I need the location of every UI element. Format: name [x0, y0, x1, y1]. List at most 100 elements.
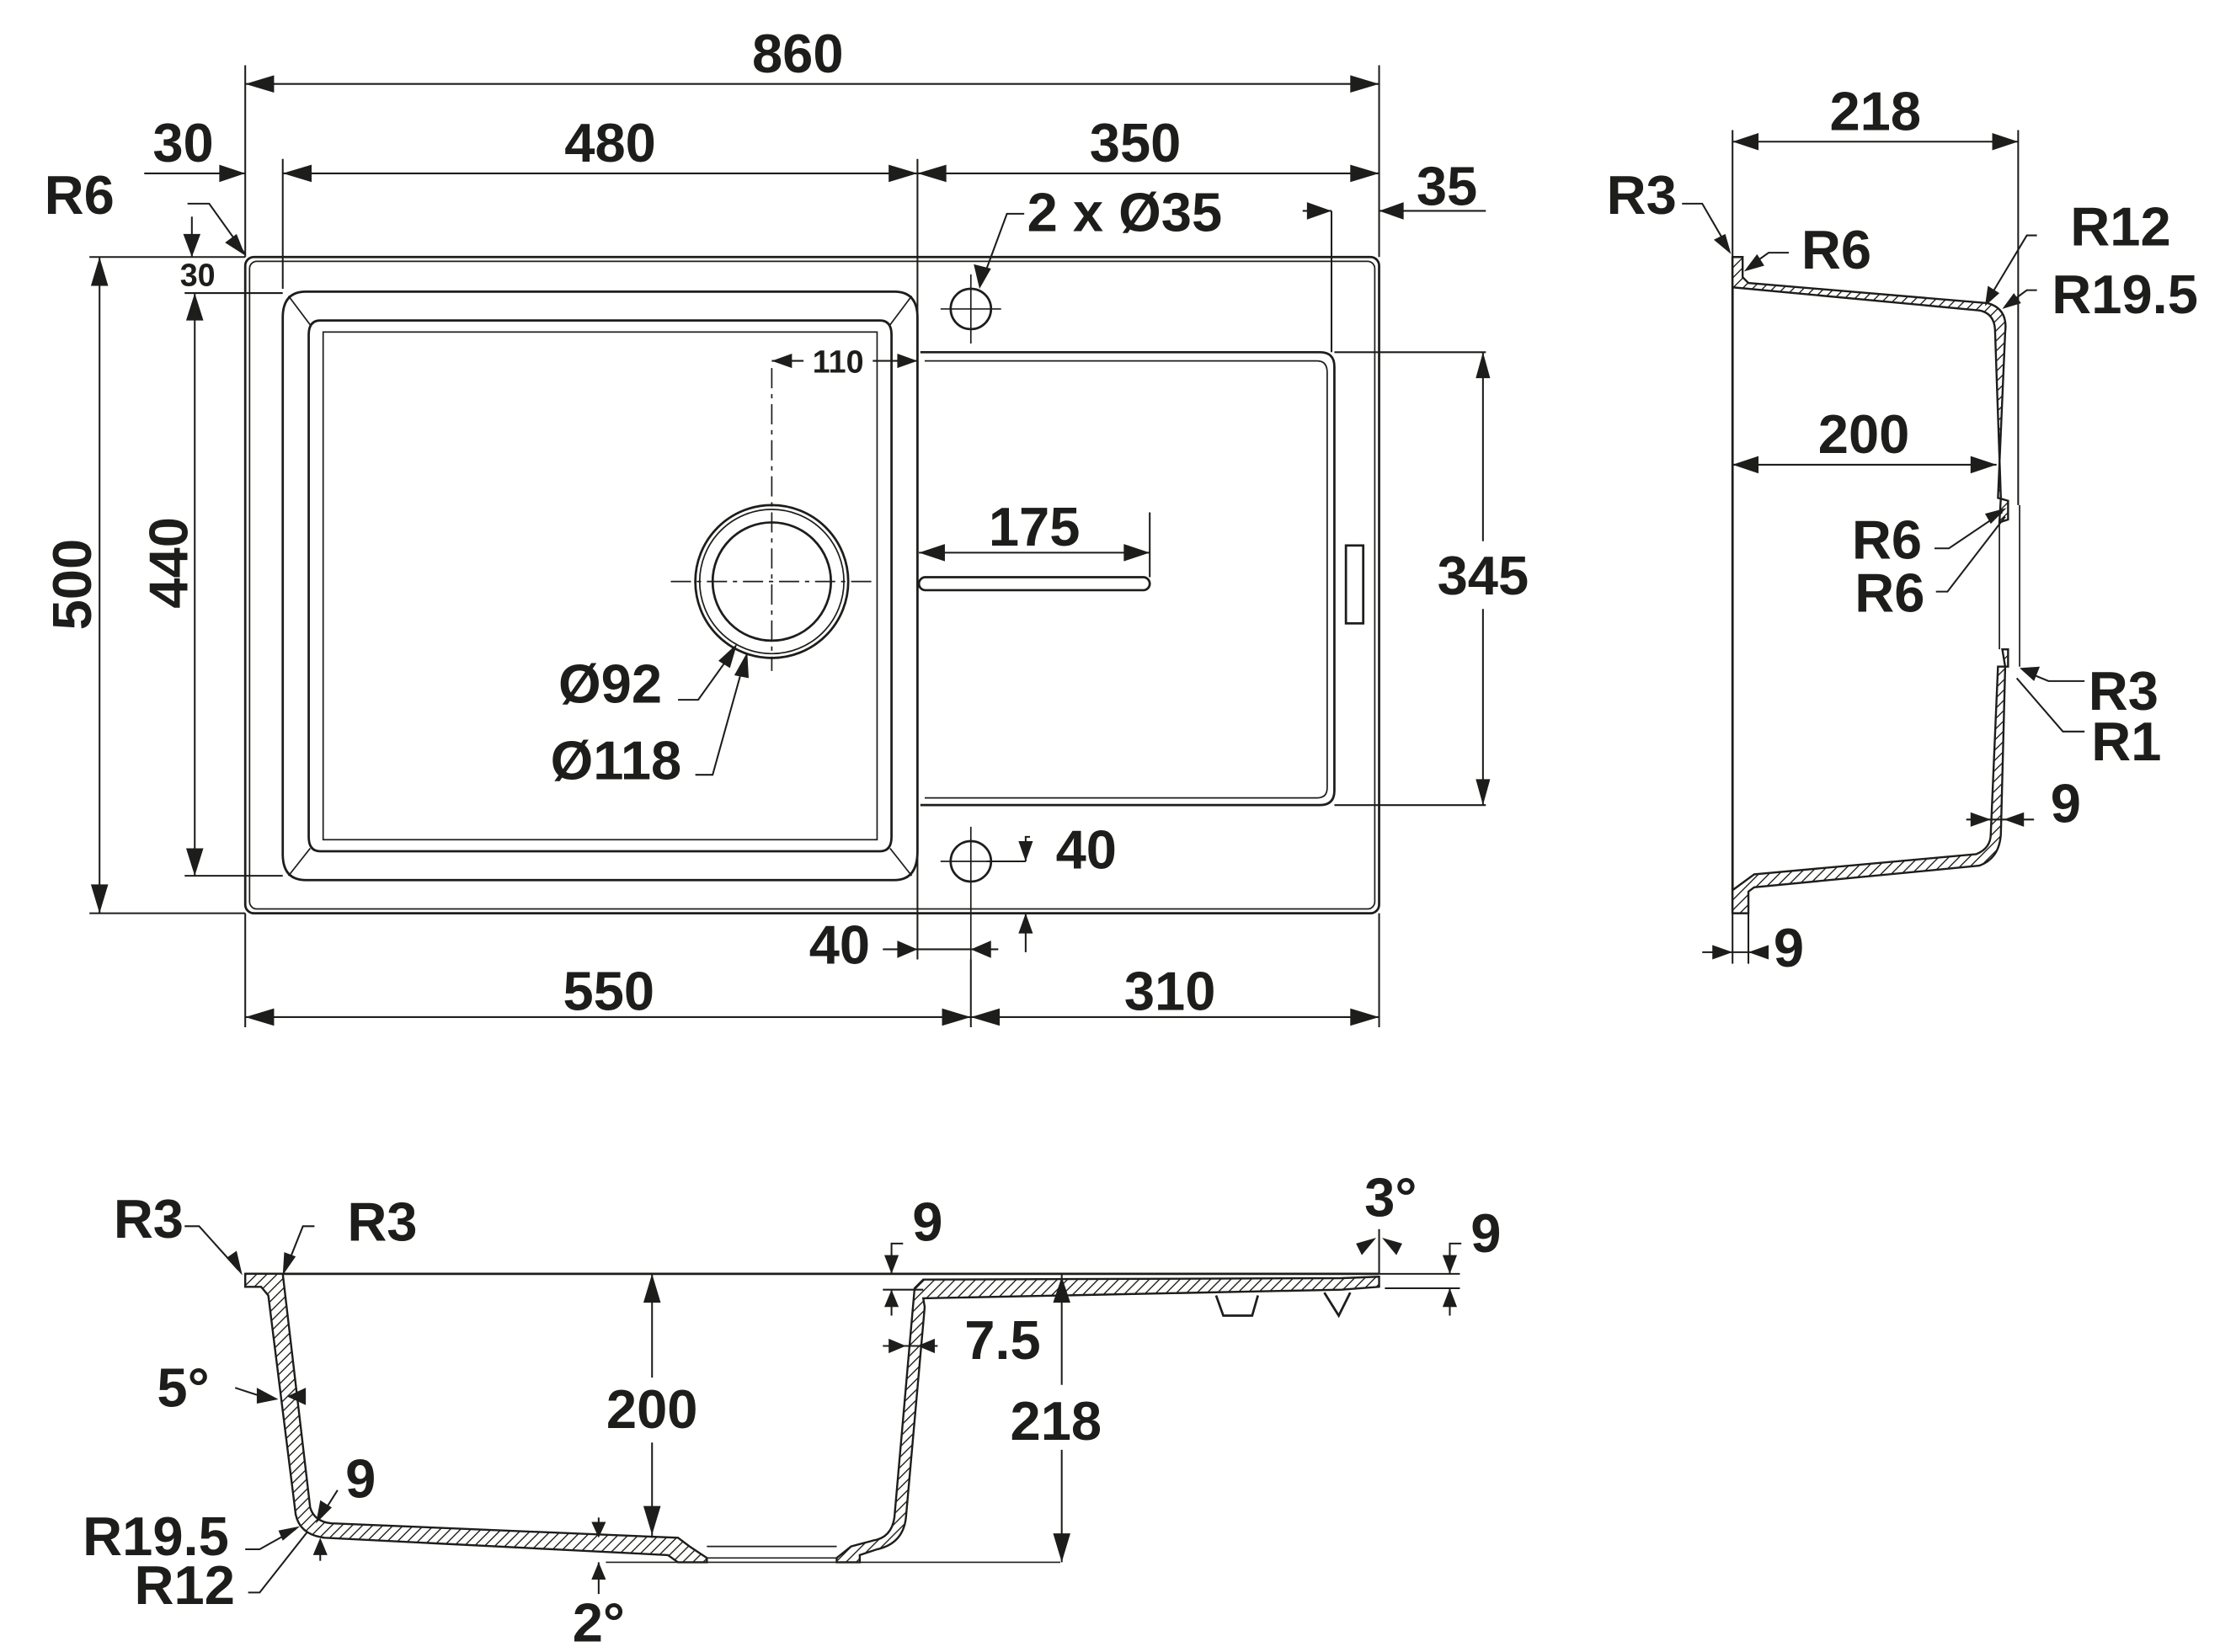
drainer-outline-inner [924, 360, 1328, 799]
arrow [1984, 508, 2007, 525]
arrow [1350, 75, 1379, 93]
arrow [226, 1250, 243, 1276]
dim-550: 550 [563, 960, 655, 1021]
leader-side-r1 [2015, 677, 2085, 733]
leader-front-r12 [248, 1531, 308, 1594]
arrow [970, 1008, 1001, 1026]
arrow [185, 293, 204, 321]
arrow [2002, 293, 2021, 309]
arrow [1053, 1533, 1070, 1563]
dim-side-r6-top: R6 [1801, 219, 1871, 280]
bowl-bevel-tr [889, 295, 913, 326]
arrow [1381, 1238, 1402, 1255]
drainer-groove [917, 576, 1151, 592]
arrow [1476, 352, 1491, 379]
arrow [1713, 233, 1732, 254]
plan-view: 860 480 350 30 R6 30 500 440 [41, 23, 1529, 1027]
arrow [718, 643, 738, 669]
dim-side-218: 218 [1829, 81, 1921, 142]
arrow [884, 1255, 899, 1274]
side-profile-top [1731, 256, 2009, 525]
dim-drain-inner: Ø92 [558, 653, 662, 715]
front-section-view: 200 218 R3 R3 5° 9 R19.5 R12 [83, 1166, 1501, 1652]
arrow [316, 1500, 332, 1524]
arrow [2004, 812, 2025, 827]
arrow [1018, 913, 1033, 934]
bowl-floor [322, 331, 878, 841]
arrow [1712, 945, 1733, 960]
bowl-bevel-bl [287, 848, 311, 877]
arrow [897, 941, 918, 958]
dim-side-rim-9: 9 [1774, 917, 1804, 978]
dim-860: 860 [752, 23, 844, 84]
dim-front-5deg: 5° [157, 1356, 209, 1418]
dim-r6-corner: R6 [45, 164, 115, 226]
arrow [917, 1338, 935, 1354]
arrow [771, 354, 792, 369]
arrow [185, 848, 204, 877]
arrow [889, 164, 918, 183]
dim-side-200: 200 [1818, 403, 1910, 465]
arrow [897, 354, 918, 369]
dim-front-r3-right: R3 [347, 1191, 417, 1252]
leader-side-r12 [1987, 234, 2037, 301]
dim-30-top: 30 [180, 258, 216, 293]
dim-440: 440 [138, 517, 200, 609]
arrow [1984, 285, 2000, 306]
dim-side-r1: R1 [2091, 711, 2161, 772]
dim-front-2deg: 2° [573, 1592, 625, 1652]
arrow [256, 1388, 279, 1404]
arrow [219, 164, 246, 183]
dim-110: 110 [813, 344, 864, 379]
dim-front-edge-9: 9 [1470, 1202, 1501, 1264]
arrow [1123, 544, 1150, 562]
dim-40-vertical: 40 [1056, 819, 1117, 881]
sink-outline-inner [248, 260, 1376, 910]
dim-40-horizontal: 40 [809, 914, 870, 976]
arrow [1743, 253, 1764, 272]
arrow [225, 233, 246, 256]
dim-35: 35 [1417, 156, 1477, 217]
arrow [919, 544, 945, 562]
dim-side-r19-5: R19.5 [2052, 264, 2198, 325]
arrow [643, 1273, 661, 1303]
arrow [1748, 945, 1769, 960]
arrow [974, 264, 991, 289]
arrow [1970, 812, 1991, 827]
arrow [1970, 456, 1997, 474]
arrow [90, 257, 109, 286]
arrow [245, 1008, 275, 1026]
dim-30-left: 30 [152, 112, 213, 173]
dim-side-wall-9: 9 [2051, 773, 2081, 834]
arrow [884, 1289, 899, 1308]
arrow [734, 652, 749, 679]
arrow [917, 164, 947, 183]
arrow [591, 1562, 606, 1580]
leader-drain-inner [678, 648, 735, 701]
arrow [889, 1338, 906, 1354]
dim-tap-holes: 2 x Ø35 [1027, 181, 1223, 242]
dim-side-overflow-r6-b: R6 [1854, 562, 1924, 624]
dim-side-r3-bottom: R3 [2089, 660, 2159, 722]
arrow [183, 233, 201, 258]
dim-front-200: 200 [606, 1378, 698, 1440]
leader-front-r3-left [184, 1225, 239, 1271]
dim-350: 350 [1090, 112, 1182, 173]
side-profile-bottom [1731, 647, 2009, 914]
dim-front-218: 218 [1011, 1390, 1102, 1452]
arrow [1350, 164, 1379, 183]
arrow [942, 1008, 971, 1026]
leader-drain-outer [695, 660, 745, 776]
arrow [1442, 1287, 1458, 1308]
dim-side-r12: R12 [2070, 196, 2170, 258]
arrow [286, 1388, 307, 1405]
front-drainer-clip [1214, 1295, 1259, 1317]
arrow [282, 1252, 296, 1276]
front-drainer-clip-2 [1323, 1292, 1352, 1319]
front-bowl-profile-right [835, 1276, 1380, 1564]
dim-front-3deg: 3° [1364, 1166, 1417, 1228]
drainer-outline [920, 350, 1336, 807]
arrow [643, 1505, 661, 1535]
arrow [1356, 1238, 1377, 1255]
arrow [1053, 1276, 1070, 1303]
